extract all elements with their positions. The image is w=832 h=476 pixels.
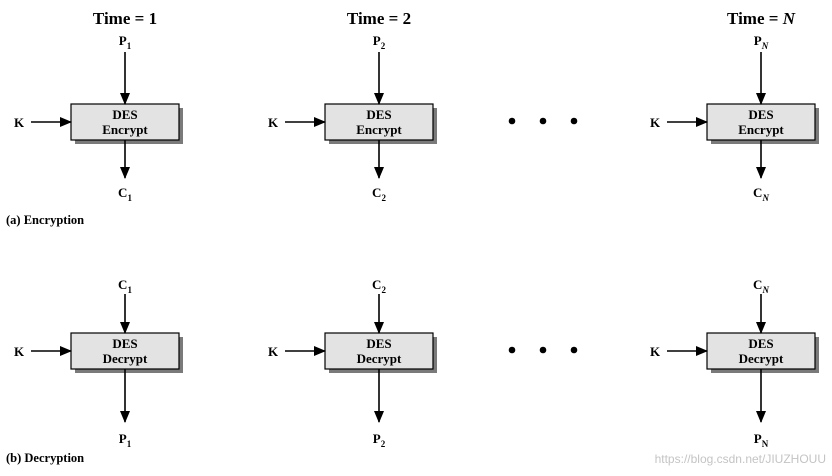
enc-output-label-3: CN [753, 185, 769, 203]
enc-box-op-2: Encrypt [356, 122, 402, 137]
enc-key-label-2: K [268, 115, 279, 130]
enc-ellipsis-dot-1 [508, 117, 516, 125]
dec-input-label-2: C2 [372, 277, 386, 295]
enc-des-box-1 [70, 103, 180, 141]
dec-box-title-1: DES [112, 336, 137, 351]
enc-input-label-3: PN [754, 33, 769, 51]
time-header-1: Time = 1 [93, 9, 157, 28]
dec-key-label-1: K [14, 344, 25, 359]
dec-output-label-3: PN [754, 431, 769, 449]
dec-key-label-3: K [650, 344, 661, 359]
enc-key-label-3: K [650, 115, 661, 130]
dec-ellipsis-dot-3 [570, 346, 578, 354]
dec-ellipsis-dot-2 [539, 346, 547, 354]
enc-input-label-1: P1 [119, 33, 132, 51]
watermark: https://blog.csdn.net/JIUZHOUU [655, 452, 826, 466]
dec-caption: (b) Decryption [6, 451, 84, 465]
enc-box-title-1: DES [112, 107, 137, 122]
enc-ellipsis-dot-2 [539, 117, 547, 125]
dec-output-label-1: P1 [119, 431, 132, 449]
dec-key-label-2: K [268, 344, 279, 359]
time-header-3: Time = N [727, 9, 796, 28]
dec-input-label-1: C1 [118, 277, 132, 295]
dec-box-title-3: DES [748, 336, 773, 351]
enc-key-label-1: K [14, 115, 25, 130]
dec-box-title-2: DES [366, 336, 391, 351]
dec-output-label-2: P2 [373, 431, 386, 449]
dec-box-op-3: Decrypt [739, 351, 784, 366]
time-header-2: Time = 2 [347, 9, 411, 28]
enc-box-op-3: Encrypt [738, 122, 784, 137]
enc-ellipsis-dot-3 [570, 117, 578, 125]
enc-output-label-2: C2 [372, 185, 386, 203]
dec-box-op-2: Decrypt [357, 351, 402, 366]
enc-output-label-1: C1 [118, 185, 132, 203]
dec-des-box-3 [706, 332, 816, 370]
dec-input-label-3: CN [753, 277, 769, 295]
dec-des-box-2 [324, 332, 434, 370]
enc-des-box-3 [706, 103, 816, 141]
enc-box-title-2: DES [366, 107, 391, 122]
dec-box-op-1: Decrypt [103, 351, 148, 366]
enc-box-title-3: DES [748, 107, 773, 122]
dec-ellipsis-dot-1 [508, 346, 516, 354]
enc-caption: (a) Encryption [6, 213, 84, 227]
enc-input-label-2: P2 [373, 33, 386, 51]
enc-box-op-1: Encrypt [102, 122, 148, 137]
